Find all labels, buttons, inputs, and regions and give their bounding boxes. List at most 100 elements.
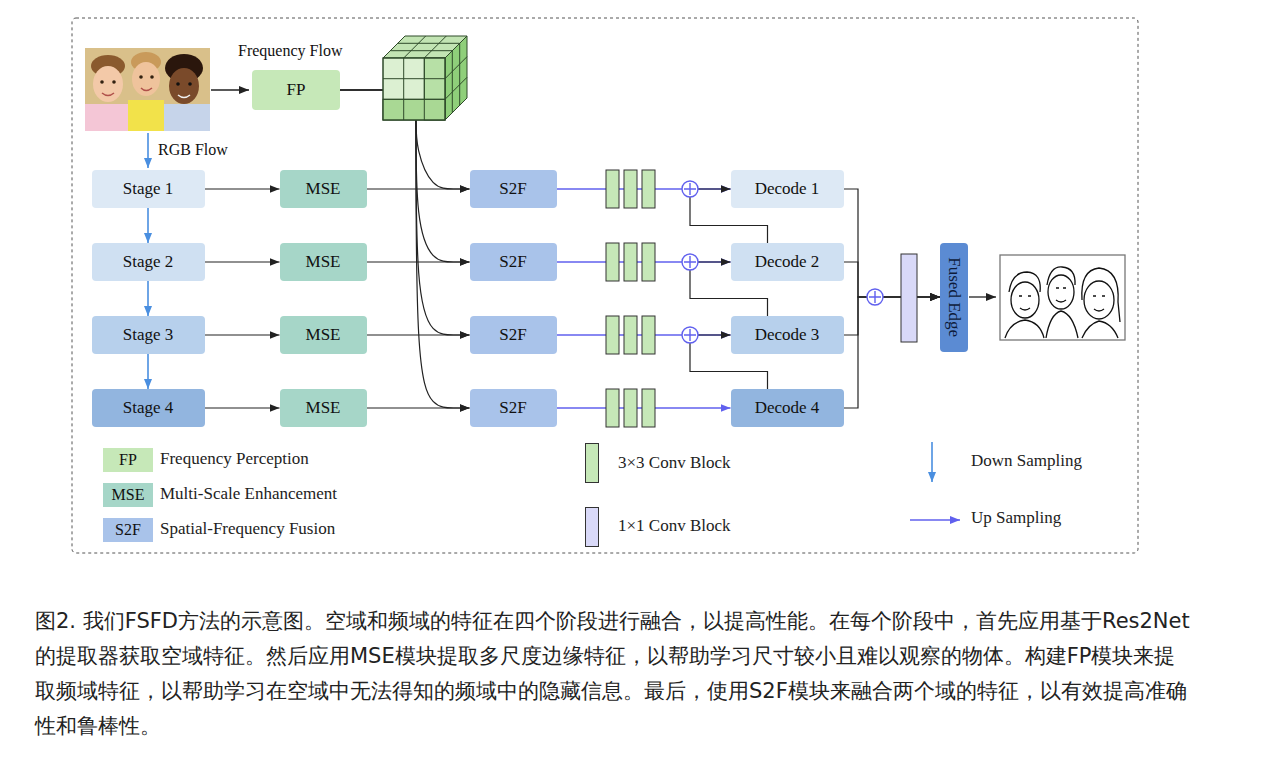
photo-face bbox=[132, 62, 160, 96]
legend-swatch: MSE bbox=[103, 483, 153, 507]
conv3-block bbox=[606, 170, 619, 208]
connector-arrow bbox=[205, 188, 280, 189]
edge-map-output bbox=[1000, 255, 1125, 340]
stage-box: Stage 2 bbox=[92, 243, 205, 281]
photo-eye bbox=[112, 80, 116, 84]
connector-arrow bbox=[844, 297, 941, 408]
cube-grid bbox=[390, 36, 459, 58]
connector-arrow bbox=[367, 334, 470, 335]
node-label: Decode 4 bbox=[755, 398, 820, 418]
node-label: Stage 3 bbox=[123, 325, 174, 345]
cube-side bbox=[445, 36, 467, 120]
legend-text: Frequency Perception bbox=[160, 449, 309, 469]
conv1-block bbox=[901, 254, 917, 342]
conv-blocks bbox=[606, 170, 655, 427]
legend-text: 1×1 Conv Block bbox=[618, 516, 731, 536]
photo-mouth bbox=[141, 88, 152, 91]
node-label: Stage 2 bbox=[123, 252, 174, 272]
legend-down-arrow bbox=[931, 442, 933, 482]
add-circle bbox=[867, 289, 883, 305]
connector-arrow bbox=[340, 90, 470, 335]
legend-text: 3×3 Conv Block bbox=[618, 453, 731, 473]
photo-shirt bbox=[164, 104, 210, 131]
stage-box: Stage 4 bbox=[92, 389, 205, 427]
fused-edge-box: Fused Edge bbox=[940, 243, 968, 352]
sketch-body bbox=[1082, 321, 1118, 338]
add-circle bbox=[682, 254, 698, 270]
sketch-mouth bbox=[1020, 300, 1104, 311]
sketch-hair bbox=[1009, 272, 1040, 292]
legend-text: Down Sampling bbox=[971, 451, 1082, 471]
cube-cells bbox=[383, 99, 445, 120]
connector-arrow bbox=[844, 189, 941, 297]
cube-front bbox=[383, 58, 445, 120]
decode-box: Decode 1 bbox=[731, 170, 844, 208]
node-label: Decode 2 bbox=[755, 252, 820, 272]
s2f-module-box: S2F bbox=[470, 170, 557, 208]
cube-grid bbox=[383, 58, 445, 120]
conv3-block bbox=[624, 316, 637, 354]
mse-module-box: MSE bbox=[280, 389, 367, 427]
sketch-face bbox=[1048, 275, 1074, 309]
photo-eye bbox=[150, 75, 154, 79]
sketch-body bbox=[1005, 320, 1044, 338]
node-label: MSE bbox=[306, 252, 341, 272]
legend-swatch: FP bbox=[103, 448, 153, 472]
legend-abbreviation: S2F bbox=[115, 521, 141, 539]
node-label: MSE bbox=[306, 325, 341, 345]
legend-abbreviation: MSE bbox=[112, 486, 145, 504]
node-label: Stage 4 bbox=[123, 398, 174, 418]
dashed-frame bbox=[72, 18, 1138, 553]
legend-swatch bbox=[585, 507, 599, 547]
legend-text: Up Sampling bbox=[971, 508, 1061, 528]
node-label: MSE bbox=[306, 398, 341, 418]
legend-swatch bbox=[585, 443, 599, 483]
conv3-block bbox=[606, 389, 619, 427]
legend-swatch: S2F bbox=[103, 518, 153, 542]
input-photo bbox=[85, 48, 210, 131]
add-cross bbox=[684, 183, 696, 195]
figure-caption: 图2. 我们FSFD方法的示意图。空域和频域的特征在四个阶段进行融合，以提高性能… bbox=[35, 604, 1195, 744]
connector-arrow bbox=[367, 188, 470, 189]
conv3-block bbox=[624, 170, 637, 208]
legend-text: Multi-Scale Enhancement bbox=[160, 484, 337, 504]
connector-arrow bbox=[147, 281, 149, 316]
conv3-block bbox=[642, 316, 655, 354]
conv3-block bbox=[624, 389, 637, 427]
photo-shirt bbox=[128, 100, 164, 131]
frequency-cube bbox=[383, 36, 467, 120]
photo-mouth bbox=[178, 95, 190, 98]
conv3-block bbox=[624, 243, 637, 281]
legend-abbreviation: FP bbox=[119, 451, 137, 469]
photo-eye bbox=[188, 82, 192, 86]
s2f-module-box: S2F bbox=[470, 243, 557, 281]
connector-arrow bbox=[844, 262, 941, 297]
conv3-block bbox=[642, 389, 655, 427]
sketch-hair bbox=[1082, 268, 1120, 322]
node-label: FP bbox=[287, 80, 306, 100]
mse-module-box: MSE bbox=[280, 243, 367, 281]
photo-mouth bbox=[102, 93, 114, 96]
sketch-face bbox=[1084, 281, 1114, 319]
s2f-module-box: S2F bbox=[470, 389, 557, 427]
flow-label: Frequency Flow bbox=[238, 42, 342, 60]
s2f-module-box: S2F bbox=[470, 316, 557, 354]
flow-arrow bbox=[211, 89, 249, 90]
cube-outline bbox=[383, 58, 445, 120]
flow-label: RGB Flow bbox=[158, 141, 228, 159]
connector-arrow bbox=[147, 354, 149, 389]
connector-arrow bbox=[205, 334, 280, 335]
legend-up-arrow bbox=[910, 519, 960, 521]
photo-eye bbox=[100, 80, 104, 84]
node-label: Decode 1 bbox=[755, 179, 820, 199]
node-label: S2F bbox=[499, 398, 526, 418]
node-label: Decode 3 bbox=[755, 325, 820, 345]
add-circle bbox=[682, 327, 698, 343]
conv3-block bbox=[642, 170, 655, 208]
add-circle bbox=[682, 181, 698, 197]
node-label: MSE bbox=[306, 179, 341, 199]
cube-grid bbox=[445, 43, 467, 112]
sketch-eyes bbox=[1019, 288, 1105, 296]
decode-box: Decode 4 bbox=[731, 389, 844, 427]
connector-arrow bbox=[367, 407, 470, 408]
